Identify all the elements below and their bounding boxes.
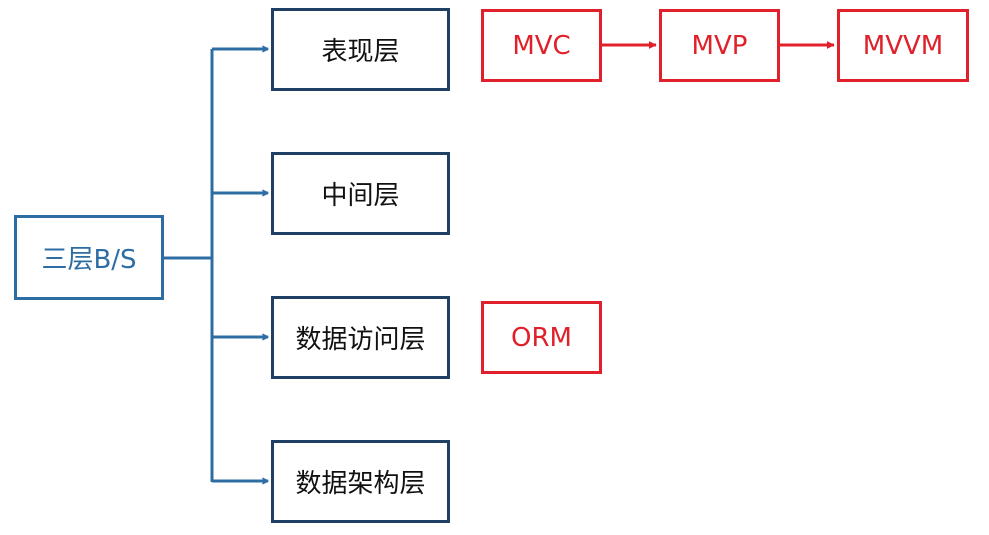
root-node-label: 三层B/S <box>41 245 137 275</box>
pattern-node-mvvm: MVVM <box>837 9 969 82</box>
layer-label-data-architecture: 数据架构层 <box>295 469 426 499</box>
layer-label-middle: 中间层 <box>321 181 400 211</box>
layer-node-data-access: 数据访问层 <box>271 296 450 379</box>
layer-node-data-architecture: 数据架构层 <box>271 440 450 523</box>
pattern-label-mvp: MVP <box>691 30 748 61</box>
layer-node-middle: 中间层 <box>271 152 450 235</box>
pattern-label-mvvm: MVVM <box>862 30 944 61</box>
pattern-node-mvc: MVC <box>481 9 602 82</box>
layer-node-presentation: 表现层 <box>271 8 450 91</box>
pattern-label-mvc: MVC <box>512 30 571 61</box>
layer-label-presentation: 表现层 <box>321 37 400 67</box>
pattern-label-orm: ORM <box>511 322 572 353</box>
pattern-node-orm: ORM <box>481 301 602 374</box>
root-node-three-tier-bs: 三层B/S <box>14 215 164 300</box>
layer-label-data-access: 数据访问层 <box>295 325 426 355</box>
pattern-node-mvp: MVP <box>659 9 780 82</box>
